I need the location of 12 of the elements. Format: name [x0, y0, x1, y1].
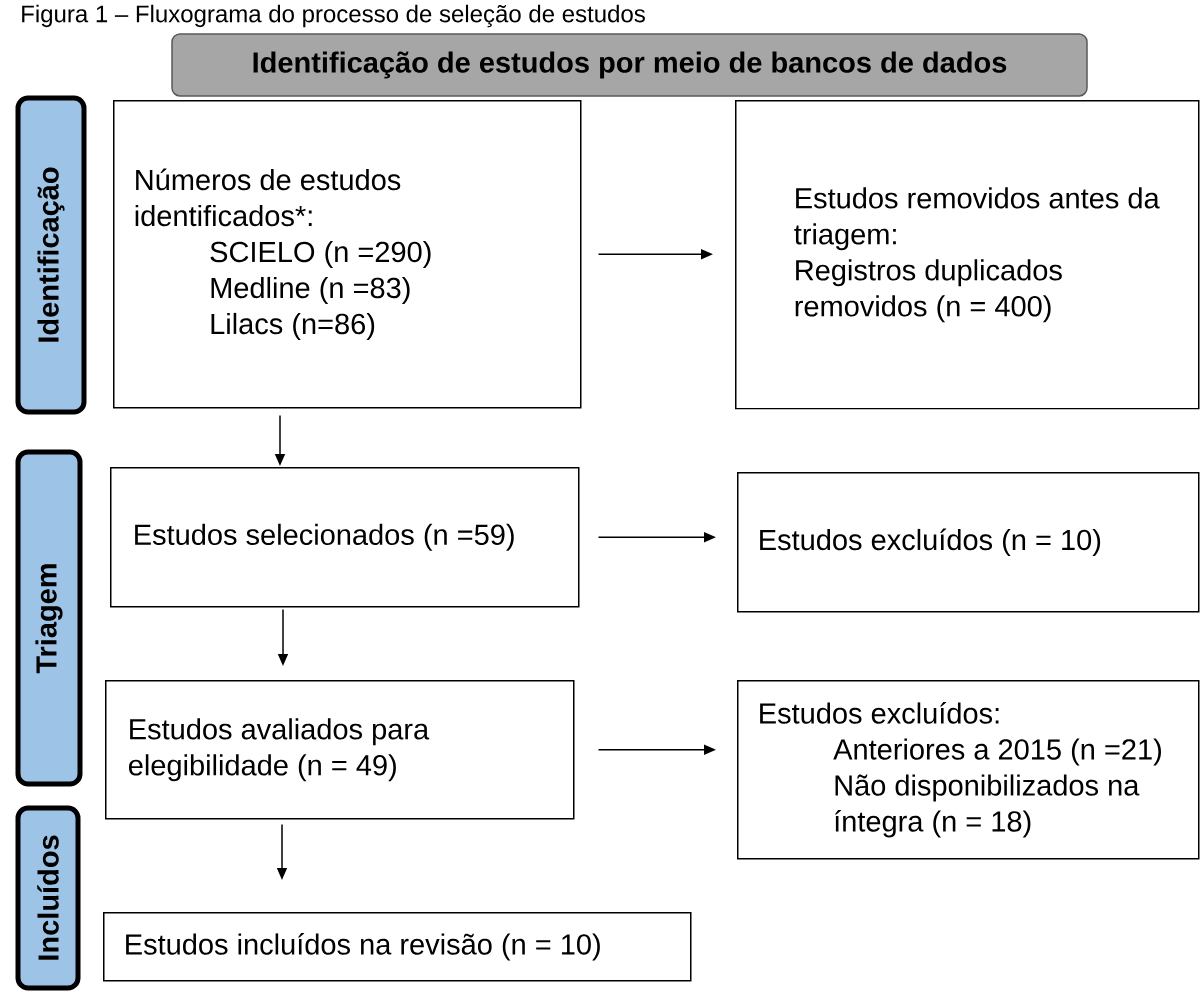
process-box: Números de estudos identificados*: SCIELO (n =290) Medline (n =83) Lilacs (n=86)	[113, 100, 582, 409]
section-header: Identificação de estudos por meio de bancos de dados	[171, 33, 1088, 97]
process-box: Estudos selecionados (n =59)	[110, 467, 580, 608]
phase-band: Incluídos	[15, 805, 81, 991]
process-box: Estudos excluídos: Anteriores a 2015 (n =21) Não disponibilizados na íntegra (n = 18)	[737, 680, 1200, 860]
phase-band: Triagem	[15, 449, 83, 787]
process-box: Estudos avaliados para elegibilidade (n = 49)	[105, 680, 575, 820]
process-box: Estudos removidos antes da triagem: Registros duplicados removidos (n = 400)	[735, 100, 1200, 410]
figure-title: Figura 1 – Fluxograma do processo de seleção de estudos	[22, 4, 645, 28]
process-box: Estudos excluídos (n = 10)	[737, 472, 1200, 613]
phase-band: Identificação	[15, 95, 87, 415]
process-box: Estudos incluídos na revisão (n = 10)	[103, 912, 692, 982]
